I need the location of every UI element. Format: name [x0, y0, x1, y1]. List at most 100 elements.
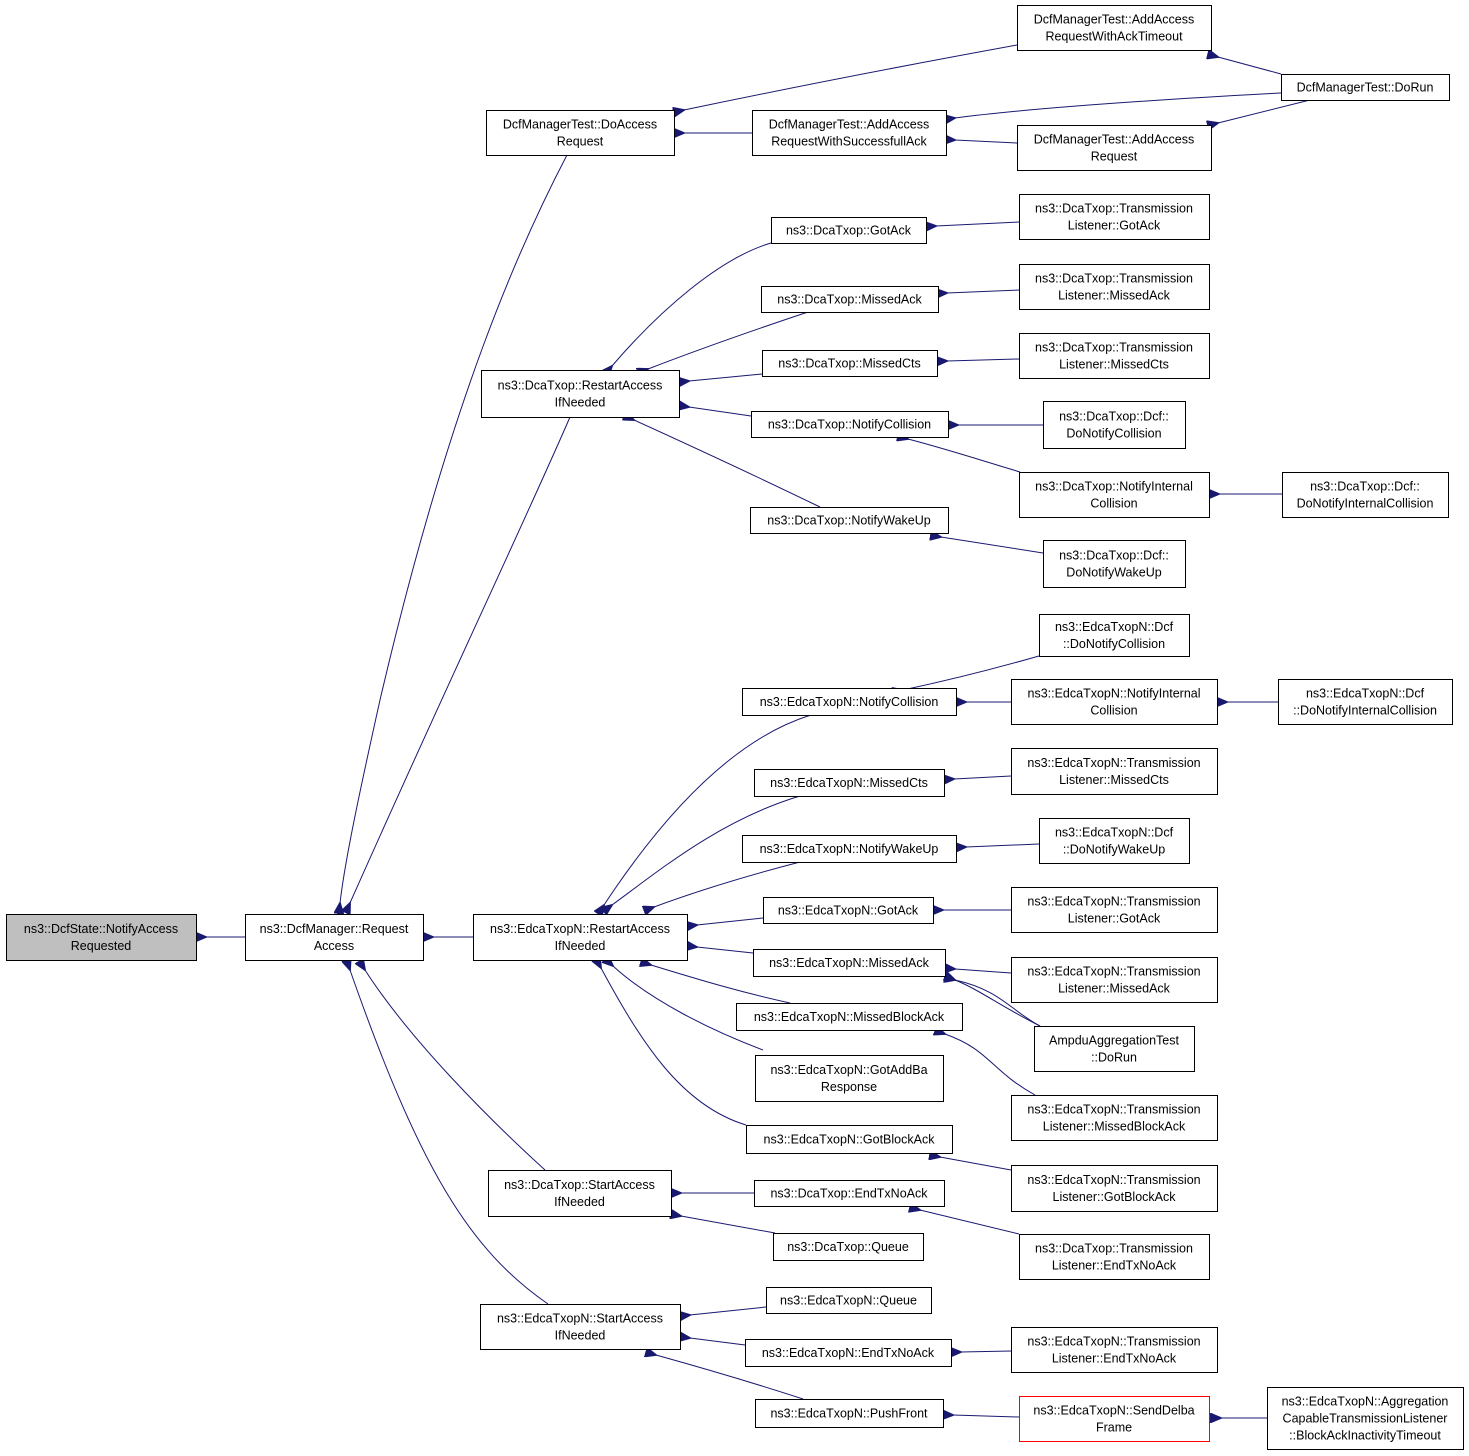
edge-n48-to-n47 — [953, 1415, 1020, 1417]
graph-node-n11[interactable]: ns3::DcaTxop::TransmissionListener::Miss… — [1019, 264, 1210, 310]
graph-node-n25[interactable]: ns3::EdcaTxopN::MissedCts — [754, 769, 945, 797]
node-box — [742, 835, 957, 863]
node-label: ns3::DcaTxop::NotifyWakeUp — [767, 514, 931, 528]
node-label: ns3::DcaTxop::MissedAck — [777, 293, 922, 307]
node-label: ns3::DcaTxop::Transmission — [1035, 202, 1193, 216]
graph-node-n31[interactable]: ns3::EdcaTxopN::MissedAck — [753, 949, 946, 977]
graph-node-n45[interactable]: ns3::EdcaTxopN::EndTxNoAck — [745, 1339, 952, 1367]
edge-n25-to-n20 — [612, 795, 801, 905]
graph-node-n17[interactable]: ns3::DcaTxop::Dcf::DoNotifyInternalColli… — [1282, 472, 1449, 518]
node-label: ::DoRun — [1091, 1051, 1137, 1065]
node-box — [480, 1304, 681, 1350]
graph-node-n37[interactable]: ns3::EdcaTxopN::GotBlockAck — [746, 1125, 953, 1154]
node-label: DcfManagerTest::AddAccess — [1034, 133, 1195, 147]
node-box — [1011, 887, 1218, 933]
graph-node-n9[interactable]: ns3::DcaTxop::TransmissionListener::GotA… — [1019, 194, 1210, 240]
graph-node-n40[interactable]: ns3::DcaTxop::EndTxNoAck — [754, 1180, 945, 1207]
graph-node-n47[interactable]: ns3::EdcaTxopN::PushFront — [755, 1399, 944, 1428]
node-box — [1281, 74, 1450, 101]
graph-node-n27[interactable]: ns3::EdcaTxopN::NotifyWakeUp — [742, 835, 957, 863]
graph-node-n29[interactable]: ns3::EdcaTxopN::GotAck — [763, 897, 934, 924]
graph-node-n4[interactable]: DcfManagerTest::DoRun — [1281, 74, 1450, 101]
node-box — [751, 411, 949, 438]
edge-n10-to-n7 — [648, 311, 809, 369]
edge-n38-to-n37 — [940, 1157, 1012, 1171]
edge-n11-to-n10 — [947, 290, 1020, 293]
node-label: DcfManagerTest::AddAccess — [769, 118, 930, 132]
node-label: ns3::DcaTxop::StartAccess — [504, 1178, 655, 1192]
edge-n32-to-n31 — [955, 969, 1012, 973]
node-box — [486, 110, 675, 156]
node-box — [773, 1233, 924, 1261]
graph-node-n19[interactable]: ns3::DcaTxop::Dcf::DoNotifyWakeUp — [1043, 540, 1186, 588]
node-label: ns3::EdcaTxopN::StartAccess — [497, 1312, 663, 1326]
node-box — [245, 914, 424, 961]
node-label: ::DoNotifyCollision — [1063, 637, 1165, 651]
graph-node-n41[interactable]: ns3::DcaTxop::Queue — [773, 1233, 924, 1261]
node-label: ns3::EdcaTxopN::NotifyInternal — [1028, 687, 1201, 701]
graph-node-n33[interactable]: AmpduAggregationTest::DoRun — [1034, 1026, 1195, 1072]
graph-node-n5[interactable]: DcfManagerTest::AddAccessRequestWithSucc… — [752, 110, 947, 156]
node-label: RequestWithAckTimeout — [1045, 30, 1183, 44]
edge-n29-to-n20 — [697, 917, 764, 925]
graph-node-n18[interactable]: ns3::DcaTxop::NotifyWakeUp — [750, 507, 949, 534]
node-box — [1019, 194, 1210, 240]
node-box — [1019, 1234, 1210, 1280]
node-label: ns3::EdcaTxopN::Aggregation — [1282, 1395, 1449, 1409]
graph-node-n32[interactable]: ns3::EdcaTxopN::TransmissionListener::Mi… — [1011, 957, 1218, 1003]
edge-n27-to-n20 — [654, 861, 801, 907]
graph-node-n12[interactable]: ns3::DcaTxop::MissedCts — [762, 350, 938, 377]
graph-node-n22[interactable]: ns3::EdcaTxopN::NotifyCollision — [742, 688, 957, 716]
graph-node-n16[interactable]: ns3::DcaTxop::NotifyInternalCollision — [1019, 472, 1210, 518]
node-label: Response — [821, 1080, 877, 1094]
graph-node-n10[interactable]: ns3::DcaTxop::MissedAck — [761, 286, 939, 313]
graph-node-n36[interactable]: ns3::EdcaTxopN::TransmissionListener::Mi… — [1011, 1095, 1218, 1141]
graph-node-n3[interactable]: DcfManagerTest::AddAccessRequestWithAckT… — [1017, 5, 1212, 51]
graph-node-n30[interactable]: ns3::EdcaTxopN::TransmissionListener::Go… — [1011, 887, 1218, 933]
node-box — [746, 1125, 953, 1154]
graph-node-n34[interactable]: ns3::EdcaTxopN::MissedBlockAck — [736, 1003, 963, 1031]
edge-n4-to-n3 — [1218, 57, 1282, 75]
node-label: ns3::EdcaTxopN::NotifyCollision — [760, 695, 939, 709]
node-label: Request — [557, 135, 604, 149]
node-label: ns3::EdcaTxopN::Transmission — [1027, 1335, 1200, 1349]
graph-node-n14[interactable]: ns3::DcaTxop::NotifyCollision — [751, 411, 949, 438]
graph-node-n28[interactable]: ns3::EdcaTxopN::Dcf::DoNotifyWakeUp — [1039, 818, 1190, 864]
node-label: Collision — [1090, 704, 1137, 718]
graph-node-n49[interactable]: ns3::EdcaTxopN::AggregationCapableTransm… — [1267, 1387, 1464, 1450]
edge-n19-to-n18 — [941, 537, 1044, 554]
graph-node-n44[interactable]: ns3::EdcaTxopN::Queue — [766, 1287, 932, 1314]
graph-node-n38[interactable]: ns3::EdcaTxopN::TransmissionListener::Go… — [1011, 1165, 1218, 1212]
graph-node-n13[interactable]: ns3::DcaTxop::TransmissionListener::Miss… — [1019, 333, 1210, 379]
graph-node-n46[interactable]: ns3::EdcaTxopN::TransmissionListener::En… — [1011, 1327, 1218, 1373]
graph-node-n24[interactable]: ns3::EdcaTxopN::Dcf::DoNotifyInternalCol… — [1278, 679, 1453, 725]
graph-node-n26[interactable]: ns3::EdcaTxopN::TransmissionListener::Mi… — [1011, 748, 1218, 795]
graph-node-n21[interactable]: ns3::EdcaTxopN::Dcf::DoNotifyCollision — [1039, 614, 1190, 657]
edge-n14-to-n7 — [689, 407, 752, 417]
node-box — [1011, 1095, 1218, 1141]
node-box — [1017, 5, 1212, 51]
graph-node-n23[interactable]: ns3::EdcaTxopN::NotifyInternalCollision — [1011, 679, 1218, 725]
node-box — [1282, 472, 1449, 518]
node-label: IfNeeded — [554, 1195, 605, 1209]
node-label: Requested — [71, 939, 132, 953]
graph-node-n8[interactable]: ns3::DcaTxop::GotAck — [771, 217, 927, 244]
node-label: AmpduAggregationTest — [1049, 1034, 1179, 1048]
edge-n36-to-n34 — [945, 1034, 1036, 1096]
node-box — [473, 914, 688, 961]
node-label: Frame — [1096, 1421, 1132, 1435]
graph-node-n15[interactable]: ns3::DcaTxop::Dcf::DoNotifyCollision — [1043, 401, 1186, 449]
node-label: ns3::EdcaTxopN::Transmission — [1027, 965, 1200, 979]
graph-node-n42[interactable]: ns3::DcaTxop::TransmissionListener::EndT… — [1019, 1234, 1210, 1280]
node-box — [766, 1287, 932, 1314]
